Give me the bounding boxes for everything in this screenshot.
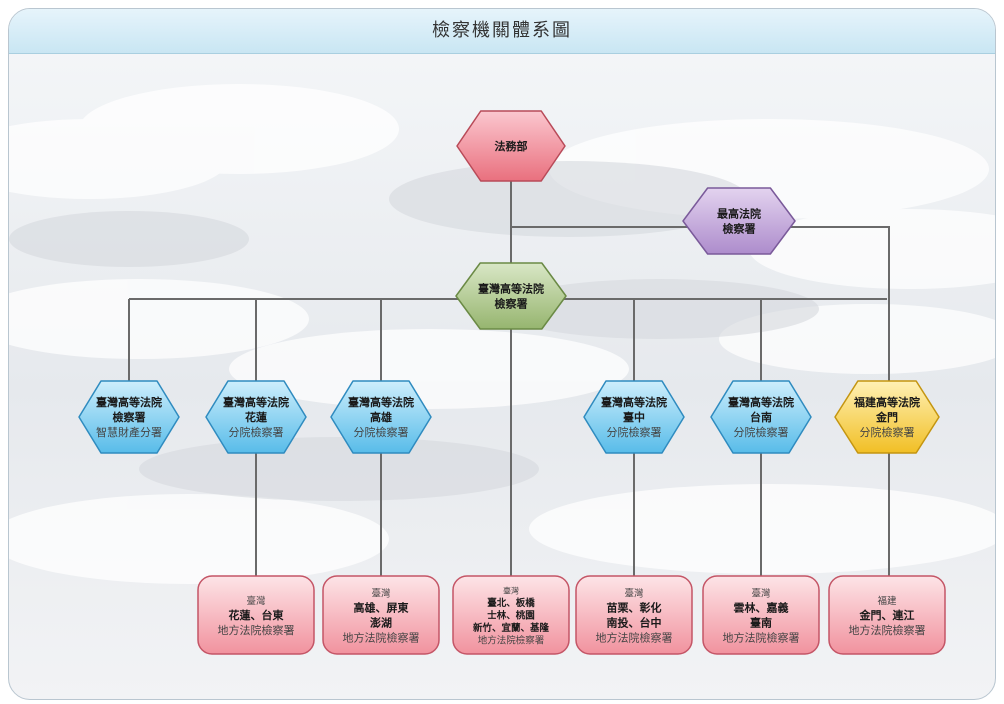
- node-shape: [197, 575, 315, 655]
- node-label: 臺灣高等法院: [478, 281, 544, 295]
- node-label: 分院檢察署: [354, 425, 409, 439]
- node-label: 最高法院: [717, 206, 761, 220]
- node-label: 法務部: [495, 139, 528, 153]
- node-label: 地方法院檢察署: [723, 630, 800, 644]
- cloud-background: [9, 84, 995, 584]
- node-label: 臺灣高等法院: [348, 395, 414, 409]
- node-label: 雲林、嘉義: [734, 600, 789, 614]
- node-label: 南投、台中: [607, 615, 662, 629]
- node-label: 苗栗、彰化: [607, 600, 662, 614]
- node-label: 地方法院檢察署: [596, 630, 673, 644]
- node-shape: [682, 187, 796, 255]
- node-label: 福建: [877, 595, 897, 607]
- node-moj: 法務部: [456, 110, 566, 182]
- node-shape: [455, 262, 567, 330]
- node-label: 檢察署: [113, 410, 146, 424]
- node-label: 臺灣高等法院: [601, 395, 667, 409]
- node-label: 臺南: [750, 615, 772, 629]
- node-label: 新竹、宜蘭、基隆: [473, 622, 550, 634]
- node-label: 澎湖: [370, 615, 392, 629]
- node-shape: [456, 110, 566, 182]
- node-label: 臺灣: [246, 595, 266, 607]
- node-label: 臺灣: [751, 587, 771, 599]
- node-shape: [702, 575, 820, 655]
- node-label: 臺灣高等法院: [223, 395, 289, 409]
- node-shape: [583, 380, 685, 454]
- node-shape: [322, 575, 440, 655]
- node-label: 分院檢察署: [734, 425, 789, 439]
- node-label: 臺灣高等法院: [728, 395, 794, 409]
- node-shape: [452, 575, 570, 655]
- diagram-frame: 檢察機關體系圖 法務部最高法院檢察署臺灣高等法院檢察署臺灣高等法院檢察署智慧財產…: [8, 8, 996, 700]
- node-label: 地方法院檢察署: [478, 634, 545, 646]
- node-label: 臺中: [623, 410, 645, 424]
- node-label: 高雄: [370, 410, 392, 424]
- node-label: 臺灣高等法院: [96, 395, 162, 409]
- node-shape: [710, 380, 812, 454]
- node-shape: [330, 380, 432, 454]
- node-shape: [828, 575, 946, 655]
- connector-line: [511, 226, 890, 381]
- node-label: 臺灣: [624, 587, 644, 599]
- org-chart: 法務部最高法院檢察署臺灣高等法院檢察署臺灣高等法院檢察署智慧財產分署臺灣高等法院…: [78, 110, 946, 655]
- diagram-title: 檢察機關體系圖: [432, 20, 572, 41]
- node-label: 臺灣: [503, 585, 519, 595]
- node-shape: [575, 575, 693, 655]
- node-label: 分院檢察署: [229, 425, 284, 439]
- node-shape: [834, 380, 940, 454]
- node-label: 地方法院檢察署: [343, 630, 420, 644]
- node-shape: [78, 380, 180, 454]
- node-label: 檢察署: [723, 221, 756, 235]
- node-label: 地方法院檢察署: [218, 623, 295, 637]
- node-label: 花蓮、台東: [229, 608, 285, 622]
- node-label: 士林、桃園: [487, 609, 535, 621]
- node-label: 分院檢察署: [607, 425, 662, 439]
- node-label: 高雄、屏東: [354, 600, 410, 614]
- node-label: 台南: [750, 410, 772, 424]
- node-label: 檢察署: [495, 296, 528, 310]
- node-label: 金門、連江: [859, 608, 915, 622]
- node-label: 地方法院檢察署: [849, 623, 926, 637]
- node-shape: [205, 380, 307, 454]
- title-bar: [9, 9, 995, 54]
- node-label: 花蓮: [245, 410, 267, 424]
- node-label: 臺灣: [371, 587, 391, 599]
- node-label: 智慧財產分署: [96, 425, 162, 439]
- node-label: 福建高等法院: [853, 395, 920, 409]
- node-label: 臺北、板橋: [487, 597, 535, 609]
- node-label: 金門: [875, 410, 898, 424]
- node-label: 分院檢察署: [860, 425, 915, 439]
